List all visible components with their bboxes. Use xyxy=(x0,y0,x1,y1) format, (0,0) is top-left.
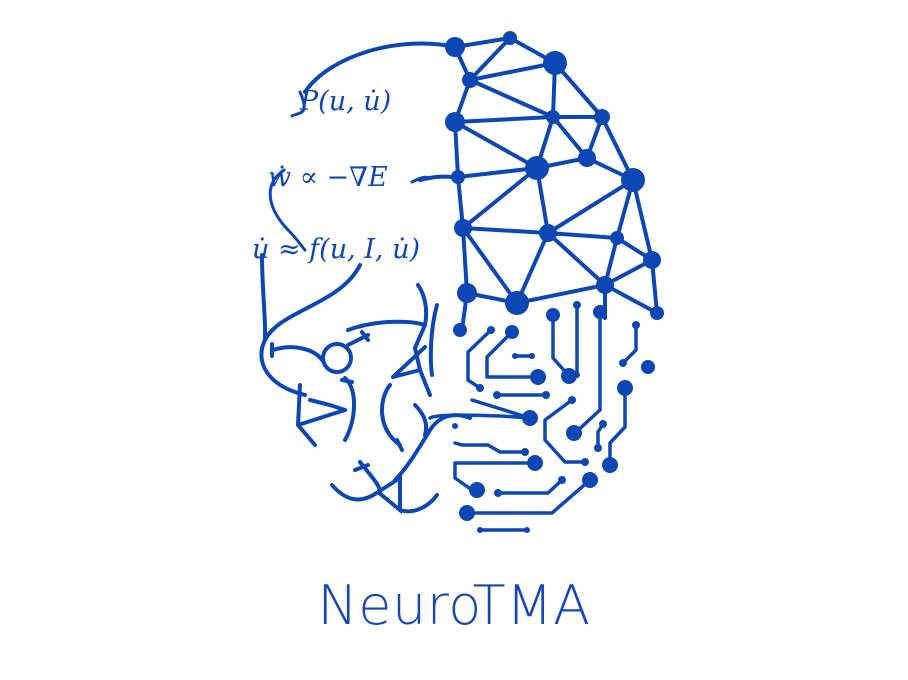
circuit-nodes xyxy=(452,301,655,533)
equation-3: u̇ ≈ f(u, I, u̇) xyxy=(252,234,420,265)
equation-1: P(u, u̇) xyxy=(299,86,391,117)
equation-2: ẇ ∝ −∇E xyxy=(268,162,388,193)
equations: P(u, u̇) ẇ ∝ −∇E u̇ ≈ f(u, I, u̇) xyxy=(252,86,420,265)
equation-connectors xyxy=(268,90,432,252)
brand-wordmark: NeuroTMA xyxy=(317,574,591,637)
neuron-dendrites-icon xyxy=(259,253,472,515)
network-nodes xyxy=(445,31,664,320)
